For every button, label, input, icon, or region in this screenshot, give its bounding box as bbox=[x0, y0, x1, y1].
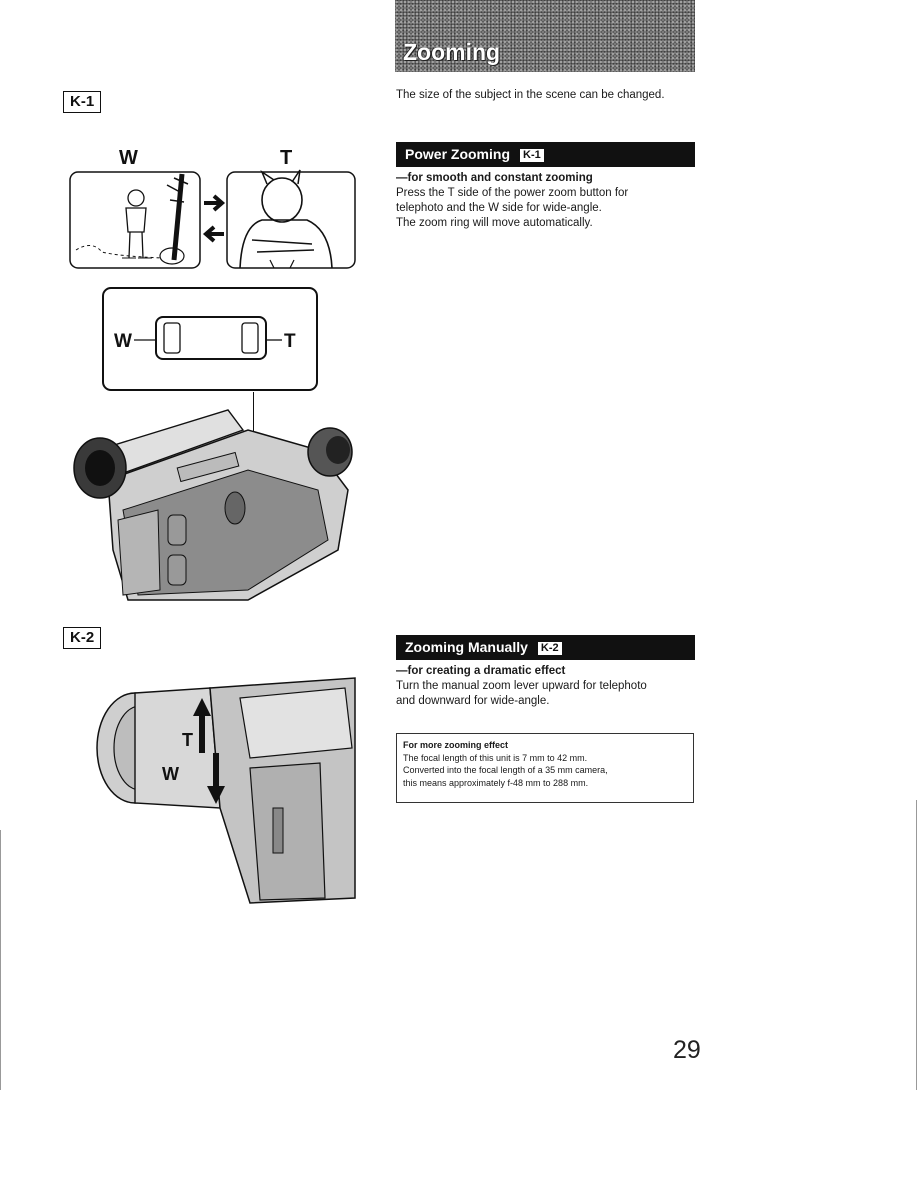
lever-t-label: T bbox=[182, 730, 193, 750]
note-line-3: this means approximately f-48 mm to 288 … bbox=[403, 777, 589, 788]
figure-label-k2: K-2 bbox=[63, 627, 102, 649]
page-number: 29 bbox=[673, 1036, 701, 1064]
power-zoom-line-3: The zoom ring will move automatically. bbox=[396, 217, 593, 229]
manual-zoom-subtitle: —for creating a dramatic effect bbox=[396, 665, 566, 677]
manual-zoom-badge: K-2 bbox=[537, 642, 562, 655]
zoom-scenes-illustration: W T bbox=[69, 147, 356, 269]
scan-edge-left bbox=[0, 830, 1, 1090]
zoom-button-w-label: W bbox=[114, 331, 132, 352]
power-zoom-line-2: telephoto and the W side for wide-angle. bbox=[396, 202, 602, 214]
section-heading-zooming-manually: Zooming Manually K-2 bbox=[396, 635, 695, 660]
page-title: Zooming bbox=[403, 39, 501, 65]
power-zoom-subtitle: —for smooth and constant zooming bbox=[396, 172, 593, 184]
tele-scene-label: T bbox=[280, 147, 292, 169]
power-zoom-badge: K-1 bbox=[520, 149, 544, 162]
zoom-button-t-label: T bbox=[284, 331, 296, 352]
manual-zoom-line-2: and downward for wide-angle. bbox=[396, 695, 550, 707]
manual-zoom-illustration: T W bbox=[96, 677, 356, 904]
power-zoom-heading: Power Zooming bbox=[405, 146, 510, 162]
camcorder-illustration bbox=[73, 409, 353, 601]
lever-w-label: W bbox=[162, 764, 179, 784]
zoom-effect-note: For more zooming effect The focal length… bbox=[396, 733, 694, 803]
figure-label-k1: K-1 bbox=[63, 91, 102, 113]
manual-zoom-line-1: Turn the manual zoom lever upward for te… bbox=[396, 680, 647, 692]
manual-zoom-heading: Zooming Manually bbox=[405, 639, 528, 655]
page-title-block: Zooming bbox=[395, 0, 695, 72]
intro-text: The size of the subject in the scene can… bbox=[396, 89, 665, 101]
note-title: For more zooming effect bbox=[403, 740, 509, 750]
wide-scene-label: W bbox=[119, 147, 138, 169]
note-line-1: The focal length of this unit is 7 mm to… bbox=[403, 752, 588, 763]
power-zoom-line-1: Press the T side of the power zoom butto… bbox=[396, 187, 629, 199]
scan-edge-right bbox=[916, 800, 917, 1090]
power-zoom-button bbox=[155, 316, 267, 360]
note-line-2: Converted into the focal length of a 35 … bbox=[403, 765, 608, 775]
section-heading-power-zooming: Power Zooming K-1 bbox=[396, 142, 695, 167]
power-zoom-button-callout: W T bbox=[102, 287, 318, 391]
